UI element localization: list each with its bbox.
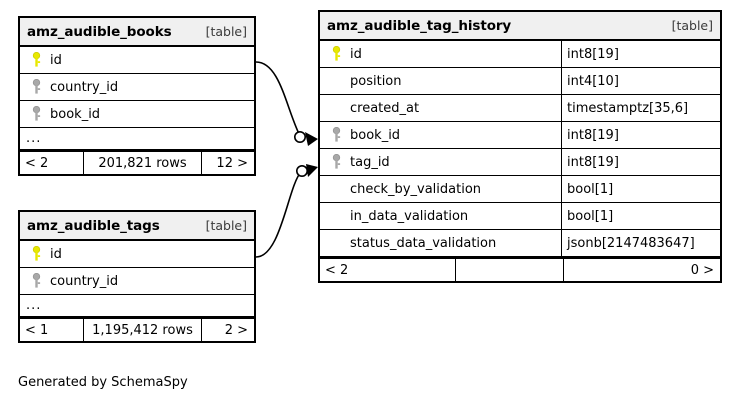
primary-key-icon	[326, 46, 346, 62]
foreign-key-icon	[26, 106, 46, 122]
column-name-cell: id	[20, 241, 254, 267]
table-title: amz_audible_books	[27, 23, 172, 40]
primary-key-icon	[26, 52, 46, 68]
relationship-tags-to-tag-history	[255, 164, 318, 258]
foreign-key-icon	[326, 154, 346, 170]
foreign-key-icon	[26, 273, 46, 289]
more-columns-indicator: ...	[20, 295, 254, 317]
footer-parents-count[interactable]: < 2	[325, 262, 349, 278]
column-row-check-by-validation[interactable]: check_by_validation bool[1]	[320, 176, 720, 203]
column-label: id	[50, 52, 62, 68]
column-row-in-data-validation[interactable]: in_data_validation bool[1]	[320, 203, 720, 230]
column-label: book_id	[50, 106, 101, 122]
table-kind-label: [table]	[671, 18, 713, 33]
column-name-cell: created_at	[320, 95, 561, 121]
column-type: bool[1]	[561, 176, 720, 202]
column-name-cell: id	[20, 47, 254, 73]
foreign-key-icon	[326, 127, 346, 143]
column-name-cell: id	[320, 41, 561, 67]
table-title: amz_audible_tags	[27, 217, 160, 234]
column-row-id[interactable]: id int8[19]	[320, 41, 720, 68]
column-label: country_id	[50, 79, 119, 95]
foreign-key-icon	[26, 79, 46, 95]
table-footer: < 1 1,195,412 rows 2 >	[20, 317, 254, 341]
table-header: amz_audible_tags [table]	[20, 212, 254, 241]
column-name-cell: check_by_validation	[320, 176, 561, 202]
column-label: country_id	[50, 273, 119, 289]
column-name-cell: country_id	[20, 74, 254, 100]
table-amz-audible-tags[interactable]: amz_audible_tags [table] id	[18, 210, 256, 343]
column-type: int8[19]	[561, 122, 720, 148]
footer-children-count[interactable]: 2 >	[224, 322, 248, 338]
footer-children-count[interactable]: 0 >	[690, 262, 714, 278]
table-kind-label: [table]	[205, 218, 247, 233]
footer-parents-count[interactable]: < 1	[25, 322, 49, 338]
column-type: jsonb[2147483647]	[561, 230, 720, 256]
footer-parents-count[interactable]: < 2	[25, 155, 49, 171]
column-type: timestamptz[35,6]	[561, 95, 720, 121]
table-kind-label: [table]	[205, 24, 247, 39]
footer-row-count: 201,821 rows	[83, 152, 202, 174]
column-name-cell: book_id	[20, 101, 254, 127]
column-name-cell: country_id	[20, 268, 254, 294]
column-label: created_at	[350, 100, 420, 116]
crowfoot-zero-circle	[293, 131, 306, 144]
table-amz-audible-tag-history[interactable]: amz_audible_tag_history [table] id int8[…	[318, 10, 722, 283]
column-type: int4[10]	[561, 68, 720, 94]
relationship-books-to-tag-history	[255, 61, 318, 146]
column-type: int8[19]	[561, 149, 720, 175]
column-row-tag-id[interactable]: tag_id int8[19]	[320, 149, 720, 176]
table-header: amz_audible_books [table]	[20, 18, 254, 47]
crowfoot-arrow	[306, 164, 318, 177]
column-row-id[interactable]: id	[20, 241, 254, 268]
column-type: bool[1]	[561, 203, 720, 229]
more-columns-indicator: ...	[20, 128, 254, 150]
table-header: amz_audible_tag_history [table]	[320, 12, 720, 41]
generated-by-credit: Generated by SchemaSpy	[18, 375, 188, 390]
column-row-created-at[interactable]: created_at timestamptz[35,6]	[320, 95, 720, 122]
column-label: check_by_validation	[350, 181, 482, 197]
table-amz-audible-books[interactable]: amz_audible_books [table] id	[18, 16, 256, 176]
column-label: status_data_validation	[350, 235, 497, 251]
column-type: int8[19]	[561, 41, 720, 67]
column-name-cell: in_data_validation	[320, 203, 561, 229]
column-name-cell: book_id	[320, 122, 561, 148]
footer-children-count[interactable]: 12 >	[216, 155, 248, 171]
table-title: amz_audible_tag_history	[327, 17, 512, 34]
column-label: position	[350, 73, 402, 89]
footer-row-count: 1,195,412 rows	[83, 319, 202, 341]
column-row-book-id[interactable]: book_id	[20, 101, 254, 128]
column-row-country-id[interactable]: country_id	[20, 268, 254, 295]
primary-key-icon	[26, 246, 46, 262]
column-row-country-id[interactable]: country_id	[20, 74, 254, 101]
crowfoot-zero-circle	[295, 165, 308, 178]
column-label: tag_id	[350, 154, 390, 170]
column-label: id	[350, 46, 362, 62]
column-row-id[interactable]: id	[20, 47, 254, 74]
column-row-book-id[interactable]: book_id int8[19]	[320, 122, 720, 149]
column-name-cell: position	[320, 68, 561, 94]
column-name-cell: tag_id	[320, 149, 561, 175]
column-label: book_id	[350, 127, 401, 143]
table-footer: < 2 201,821 rows 12 >	[20, 150, 254, 174]
table-footer: < 2 0 >	[320, 257, 720, 281]
column-row-position[interactable]: position int4[10]	[320, 68, 720, 95]
column-label: id	[50, 246, 62, 262]
crowfoot-arrow	[305, 132, 318, 146]
footer-row-count	[455, 259, 564, 281]
column-label: in_data_validation	[350, 208, 469, 224]
column-row-status-data-validation[interactable]: status_data_validation jsonb[2147483647]	[320, 230, 720, 257]
column-name-cell: status_data_validation	[320, 230, 561, 256]
